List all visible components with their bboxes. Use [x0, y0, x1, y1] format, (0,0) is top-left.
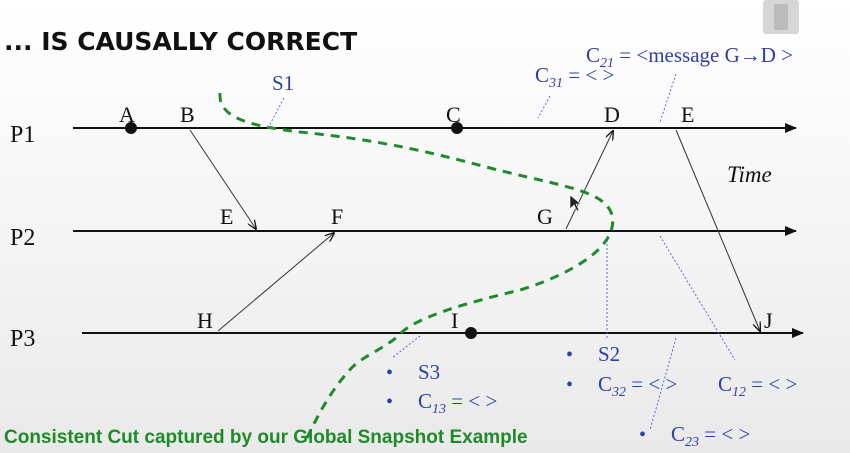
event-label-i: I — [451, 308, 458, 333]
event-label-h: H — [197, 308, 213, 333]
message-h-to-f — [217, 233, 334, 332]
channel-state-c31: C31 = < > — [535, 63, 614, 91]
event-label-d: D — [604, 102, 620, 127]
corner-logo-icon — [763, 0, 799, 34]
event-dot-c — [451, 122, 463, 134]
bullet-c13: • — [386, 391, 393, 413]
channel-state-c21: C21 = <message G→D > — [586, 43, 793, 71]
event-label-j: J — [764, 308, 773, 333]
process-label-p2: P2 — [10, 225, 35, 251]
channel-state-c12: C12 = < > — [718, 372, 797, 400]
bullet-c32: • — [566, 374, 573, 396]
channel-state-c13: C13 = < > — [418, 389, 497, 417]
bullet-c23: • — [639, 424, 646, 446]
slide-caption: Consistent Cut captured by our Global Sn… — [4, 427, 528, 448]
message-e-to-j — [675, 129, 760, 331]
cut-label-s1: S1 — [272, 71, 294, 95]
slide-heading: ... IS CAUSALLY CORRECT — [4, 27, 357, 56]
event-label-a: A — [119, 102, 135, 127]
bullet-s2: • — [566, 344, 573, 366]
annotation-leaders — [267, 73, 736, 431]
event-label-f: F — [331, 204, 343, 229]
bullet-s3: • — [386, 362, 393, 384]
event-label-c: C — [446, 102, 461, 127]
process-label-p1: P1 — [10, 122, 35, 148]
time-axis-label: Time — [727, 162, 772, 187]
event-dot-a — [125, 122, 137, 134]
event-dot-i — [465, 327, 477, 339]
cut-label-s3: S3 — [418, 360, 440, 384]
message-g-to-d — [565, 131, 613, 230]
mouse-pointer-icon — [569, 194, 582, 212]
event-label-e-p1: E — [681, 102, 694, 127]
message-b-to-e — [189, 129, 256, 229]
event-label-b: B — [180, 102, 195, 127]
process-label-p3: P3 — [10, 326, 35, 352]
cut-label-s2: S2 — [598, 342, 620, 366]
consistent-cut-curve — [218, 92, 615, 441]
event-label-g: G — [537, 204, 553, 229]
event-label-e-p2: E — [220, 204, 233, 229]
channel-state-c23: C23 = < > — [671, 422, 750, 450]
channel-state-c32: C32 = < > — [598, 372, 677, 400]
